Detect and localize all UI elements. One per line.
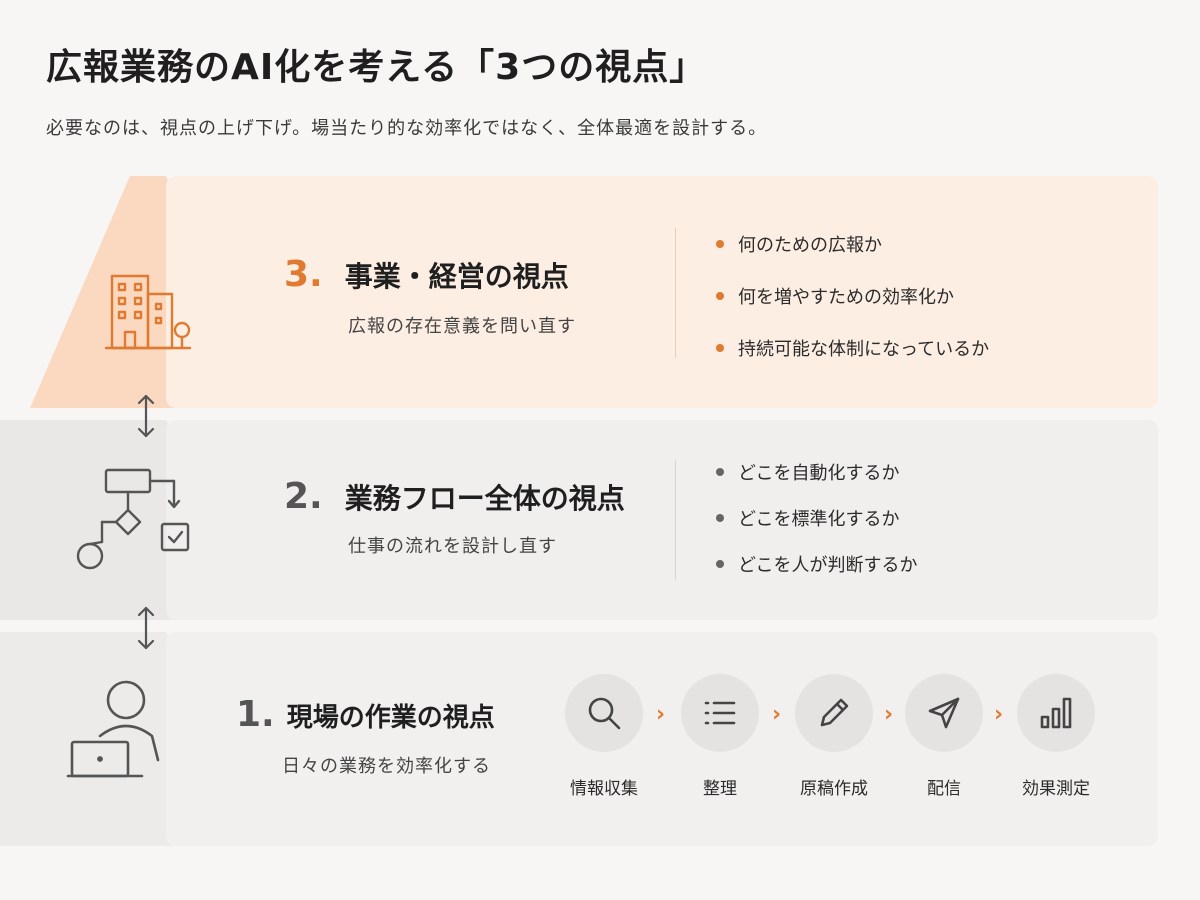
level-3-card [166, 176, 1158, 408]
bullet-item: どこを人が判断するか [716, 552, 917, 576]
bullet-dot [716, 560, 724, 568]
step-label: 効果測定 [1022, 779, 1090, 799]
building-icon [104, 274, 192, 350]
level-2-card [166, 420, 1158, 620]
step-draft: 原稿作成 [774, 674, 894, 799]
bar-chart-icon [1040, 697, 1072, 729]
bullet-item: 何のための広報か [716, 232, 989, 256]
flowchart-icon [76, 468, 190, 570]
step-circle [1017, 674, 1095, 752]
step-circle [565, 674, 643, 752]
level-3-number: 3. [284, 254, 323, 295]
page-subtitle: 必要なのは、視点の上げ下げ。場当たり的な効率化ではなく、全体最適を設計する。 [46, 118, 768, 139]
step-circle [795, 674, 873, 752]
level-3-bullets: 何のための広報か 何を増やすための効率化か 持続可能な体制になっているか [716, 232, 989, 360]
step-label: 整理 [703, 779, 737, 799]
level-3-description: 広報の存在意義を問い直す [348, 316, 576, 337]
pencil-icon [820, 698, 849, 727]
send-icon [928, 697, 960, 729]
double-arrow-icon [137, 606, 155, 650]
bullet-item: どこを標準化するか [716, 506, 917, 530]
chevron-right-icon: › [772, 702, 782, 727]
step-label: 配信 [927, 779, 961, 799]
bullet-text: 何のための広報か [738, 235, 882, 256]
bullet-text: どこを人が判断するか [738, 555, 918, 576]
bullet-dot [716, 514, 724, 522]
step-collect: 情報収集 [544, 674, 664, 799]
bullet-text: どこを自動化するか [738, 463, 900, 484]
double-arrow-icon [137, 394, 155, 438]
bullet-text: どこを標準化するか [738, 509, 900, 530]
bullet-dot [716, 468, 724, 476]
step-label: 原稿作成 [800, 779, 868, 799]
bullet-dot [716, 240, 724, 248]
bullet-dot [716, 292, 724, 300]
level-1-number: 1. [236, 694, 275, 735]
bullet-text: 何を増やすための効率化か [738, 287, 954, 308]
list-icon [704, 701, 736, 725]
step-distribute: 配信 [884, 674, 1004, 799]
level-1-card [166, 632, 1158, 846]
step-circle [681, 674, 759, 752]
step-measure: 効果測定 [996, 674, 1116, 799]
chevron-right-icon: › [656, 702, 666, 727]
page-title: 広報業務のAI化を考える「3つの視点」 [46, 47, 707, 88]
step-circle [905, 674, 983, 752]
level-2-bullets: どこを自動化するか どこを標準化するか どこを人が判断するか [716, 460, 917, 576]
level-1-description: 日々の業務を効率化する [282, 756, 491, 777]
level-2-title: 2. 業務フロー全体の視点 [284, 476, 625, 517]
level-2-description: 仕事の流れを設計し直す [348, 536, 557, 557]
bullet-item: 持続可能な体制になっているか [716, 336, 989, 360]
bullet-text: 持続可能な体制になっているか [738, 339, 990, 360]
divider [675, 460, 676, 580]
chevron-right-icon: › [884, 702, 894, 727]
level-3-heading: 事業・経営の視点 [344, 260, 569, 293]
step-organize: 整理 [660, 674, 780, 799]
level-2-heading: 業務フロー全体の視点 [344, 482, 625, 515]
level-1-title: 1. 現場の作業の視点 [236, 694, 495, 735]
chevron-right-icon: › [994, 702, 1004, 727]
level-1-heading: 現場の作業の視点 [286, 703, 495, 733]
step-label: 情報収集 [570, 779, 638, 799]
level-2-number: 2. [284, 476, 323, 517]
level-3-title: 3. 事業・経営の視点 [284, 254, 569, 295]
search-icon [588, 697, 621, 730]
bullet-item: 何を増やすための効率化か [716, 284, 989, 308]
bullet-dot [716, 344, 724, 352]
divider [675, 228, 676, 358]
person-laptop-icon [66, 680, 160, 778]
bullet-item: どこを自動化するか [716, 460, 917, 484]
